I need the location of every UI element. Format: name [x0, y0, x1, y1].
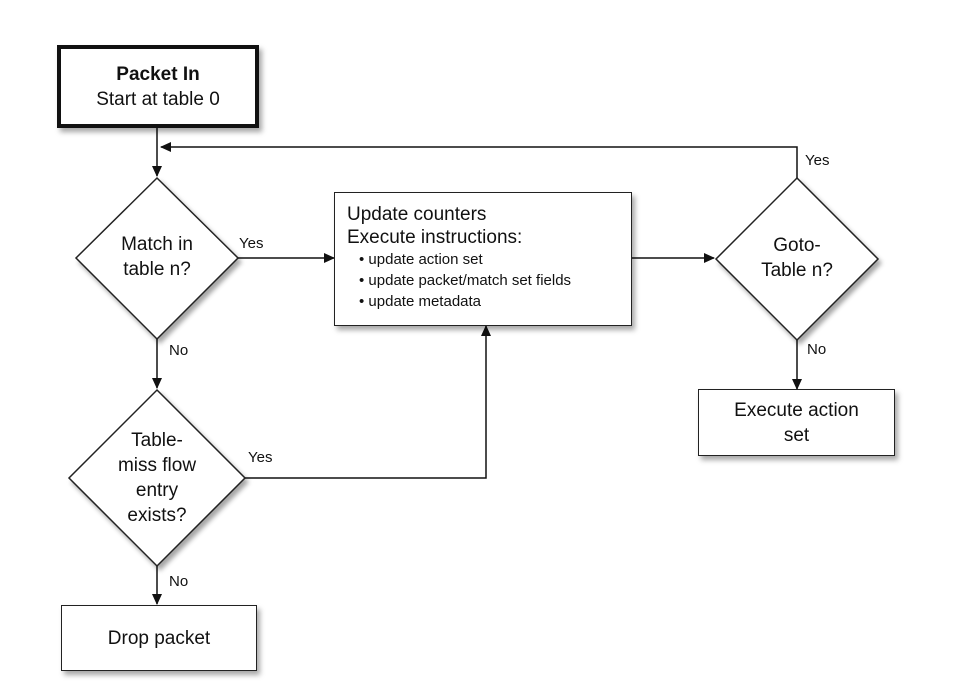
start-subtitle: Start at table 0: [96, 88, 220, 110]
update-line2: Execute instructions:: [347, 227, 523, 248]
edge-label-miss-no: No: [169, 573, 189, 590]
update-item: • update metadata: [359, 293, 482, 310]
match-line2: table n?: [123, 259, 191, 280]
edge-label-goto-no: No: [807, 341, 827, 358]
edge-label-match-no: No: [169, 342, 189, 359]
edge-label-goto-yes: Yes: [805, 152, 830, 169]
update-line1: Update counters: [347, 204, 487, 225]
match-decision: Match in table n?: [92, 232, 222, 282]
goto-decision: Goto- Table n?: [737, 233, 857, 283]
drop-label: Drop packet: [107, 627, 211, 649]
execute-node: Execute action set: [698, 389, 895, 456]
execute-line1: Execute action: [734, 399, 859, 421]
drop-node: Drop packet: [61, 605, 257, 671]
tablemiss-line2: miss flow: [117, 455, 197, 476]
tablemiss-line1: Table-: [131, 430, 183, 451]
start-node: Packet In Start at table 0: [57, 45, 259, 128]
goto-line2: Table n?: [761, 260, 833, 281]
edge-label-miss-yes: Yes: [248, 449, 273, 466]
edge-goto-yes-loop: [160, 142, 798, 178]
edge-label-match-yes: Yes: [239, 235, 264, 252]
tablemiss-decision: Table- miss flow entry exists?: [97, 428, 217, 528]
tablemiss-line3: entry: [135, 480, 179, 501]
edge-miss-yes: [245, 325, 491, 479]
update-item: • update packet/match set fields: [359, 272, 572, 289]
update-item: • update action set: [359, 251, 483, 268]
update-node: Update counters Execute instructions: • …: [334, 192, 632, 326]
execute-line2: set: [783, 424, 810, 446]
tablemiss-line4: exists?: [127, 505, 187, 526]
goto-line1: Goto-: [773, 235, 821, 256]
start-title: Packet In: [116, 63, 200, 85]
match-line1: Match in: [121, 234, 193, 255]
